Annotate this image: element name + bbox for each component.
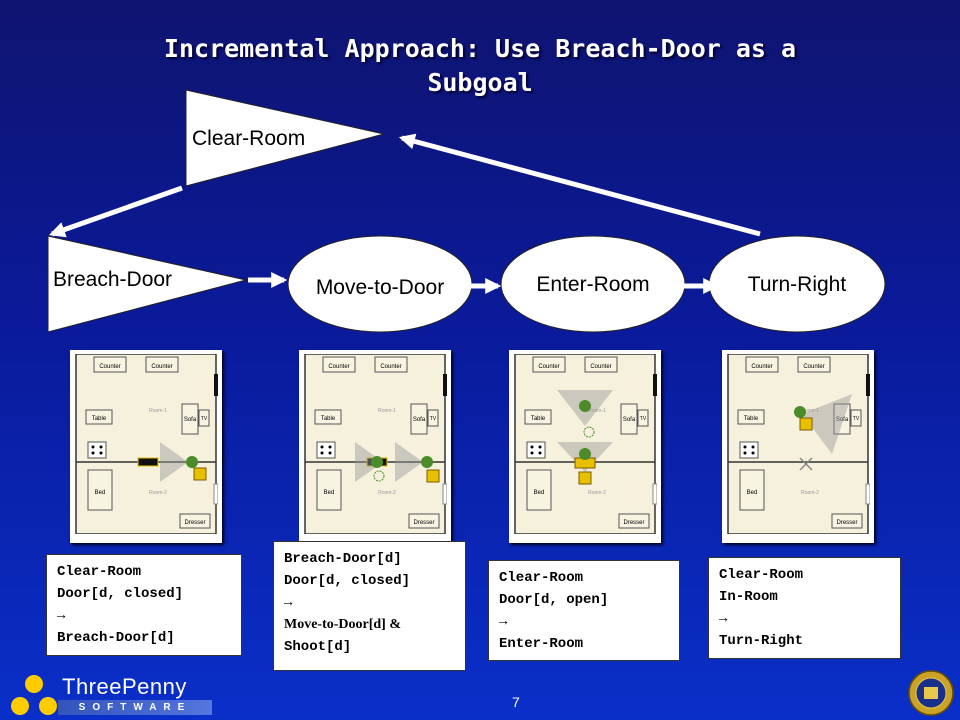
svg-text:Dresser: Dresser xyxy=(623,520,644,526)
floorplan-map-1: Counter Counter Room-1 Table Sofa TV Roo… xyxy=(70,350,222,543)
svg-text:Dresser: Dresser xyxy=(184,520,205,526)
svg-text:Sofa: Sofa xyxy=(413,417,426,423)
svg-text:TV: TV xyxy=(201,416,208,422)
svg-text:Counter: Counter xyxy=(99,364,120,370)
threepenny-logo-icon xyxy=(11,675,57,715)
slide-title: Incremental Approach: Use Breach-Door as… xyxy=(80,32,880,100)
floorplan-map-4: Counter Counter Room-1 Table Sofa TV Roo… xyxy=(722,350,874,543)
rule-box-1: Clear-Room Door[d, closed] → Breach-Door… xyxy=(46,554,242,656)
title-line-1: Incremental Approach: Use Breach-Door as… xyxy=(163,34,797,63)
svg-text:Counter: Counter xyxy=(151,364,172,370)
svg-text:TV: TV xyxy=(640,416,647,422)
rule-line: Clear-Room xyxy=(499,570,584,586)
logo-name: ThreePenny xyxy=(62,674,187,699)
floorplan-map-3: Counter Counter Room-1 Table Sofa TV Roo… xyxy=(509,350,661,543)
rule-arrow: → xyxy=(719,611,728,627)
title-line-2: Subgoal xyxy=(427,68,533,97)
rule-line: Breach-Door[d] xyxy=(57,630,175,646)
svg-text:Dresser: Dresser xyxy=(836,520,857,526)
floorplan-map-2: Counter Counter Room-1 Table Sofa TV Roo… xyxy=(299,350,451,543)
svg-text:Sofa: Sofa xyxy=(623,417,636,423)
rule-line: Clear-Room xyxy=(719,567,804,583)
breach-door-triangle xyxy=(47,235,247,333)
enter-room-label: Enter-Room xyxy=(536,273,649,296)
svg-text:Counter: Counter xyxy=(590,364,611,370)
breach-door-label: Breach-Door xyxy=(53,268,172,291)
rule-box-4: Clear-Room In-Room → Turn-Right xyxy=(708,557,901,659)
svg-text:Bed: Bed xyxy=(747,490,758,496)
svg-text:Room-2: Room-2 xyxy=(801,490,819,496)
svg-text:TV: TV xyxy=(853,416,860,422)
rule-line: Door[d, closed] xyxy=(284,573,411,589)
rule-line: Move-to-Door[d] & xyxy=(284,617,402,632)
svg-text:Room-1: Room-1 xyxy=(588,408,606,414)
rule-line: Shoot[d] xyxy=(284,639,352,655)
svg-text:Bed: Bed xyxy=(95,490,106,496)
svg-text:Sofa: Sofa xyxy=(836,417,849,423)
svg-text:Table: Table xyxy=(321,416,336,422)
turn-right-label: Turn-Right xyxy=(748,273,847,296)
page-number: 7 xyxy=(512,694,520,710)
rule-line: Door[d, open] xyxy=(499,592,609,608)
arrow-clear-to-breach xyxy=(48,185,183,238)
svg-text:Counter: Counter xyxy=(328,364,349,370)
rule-line: Door[d, closed] xyxy=(57,586,184,602)
rule-line: In-Room xyxy=(719,589,778,605)
move-to-door-label: Move-to-Door xyxy=(316,276,444,299)
svg-text:Room-2: Room-2 xyxy=(378,490,396,496)
svg-text:Room-2: Room-2 xyxy=(149,490,167,496)
svg-text:TV: TV xyxy=(430,416,437,422)
svg-text:Counter: Counter xyxy=(751,364,772,370)
svg-text:Counter: Counter xyxy=(803,364,824,370)
svg-text:Table: Table xyxy=(92,416,107,422)
rule-arrow: → xyxy=(284,595,293,611)
svg-text:Room-2: Room-2 xyxy=(588,490,606,496)
rule-line: Turn-Right xyxy=(719,633,804,649)
svg-text:Table: Table xyxy=(531,416,546,422)
rule-line: Clear-Room xyxy=(57,564,142,580)
rule-box-2: Breach-Door[d] Door[d, closed] → Move-to… xyxy=(273,541,466,671)
svg-text:Bed: Bed xyxy=(324,490,335,496)
rule-line: Enter-Room xyxy=(499,636,584,652)
svg-text:Room-1: Room-1 xyxy=(378,408,396,414)
svg-text:Dresser: Dresser xyxy=(413,520,434,526)
svg-text:Table: Table xyxy=(744,416,759,422)
svg-text:Counter: Counter xyxy=(538,364,559,370)
svg-text:Room-1: Room-1 xyxy=(801,408,819,414)
svg-text:Counter: Counter xyxy=(380,364,401,370)
rule-arrow: → xyxy=(499,614,508,630)
svg-text:Sofa: Sofa xyxy=(184,417,197,423)
rule-box-3: Clear-Room Door[d, open] → Enter-Room xyxy=(488,560,680,661)
logo-subtitle: SOFTWARE xyxy=(58,700,212,715)
svg-text:Room-1: Room-1 xyxy=(149,408,167,414)
rule-line: Breach-Door[d] xyxy=(284,551,402,567)
rule-arrow: → xyxy=(57,608,66,624)
clear-room-triangle xyxy=(185,89,385,187)
clear-room-label: Clear-Room xyxy=(192,127,305,150)
university-seal-icon xyxy=(908,670,954,716)
arrow-turn-to-clear xyxy=(398,133,761,237)
svg-text:Bed: Bed xyxy=(534,490,545,496)
